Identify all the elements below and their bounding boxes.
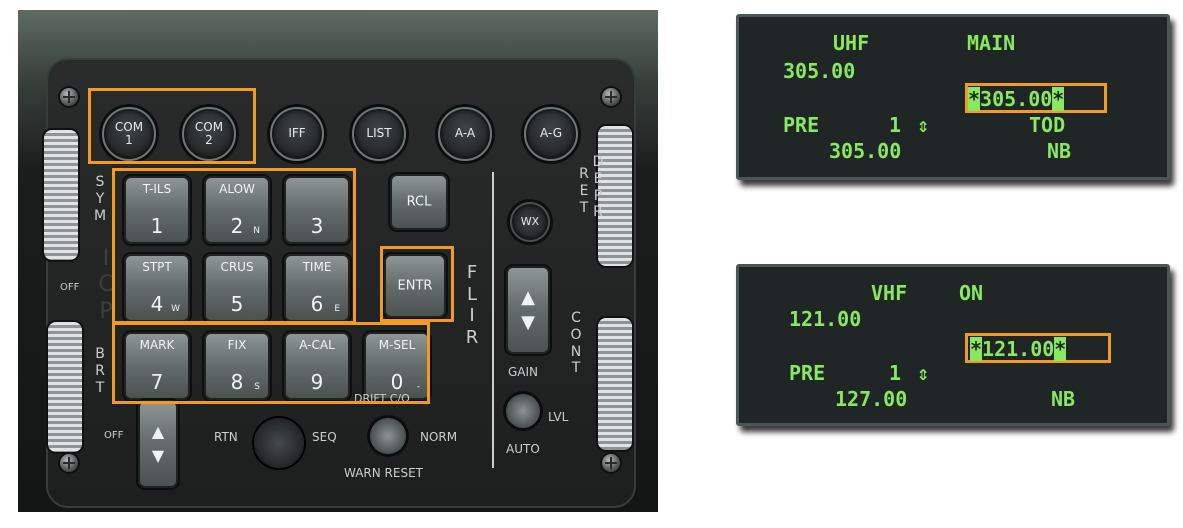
off-label-left: OFF <box>60 282 80 293</box>
sym-wheel[interactable] <box>44 130 78 260</box>
auto-label: AUTO <box>506 442 540 456</box>
seq-label: SEQ <box>312 430 337 444</box>
keypad-highlight-box-top <box>112 168 356 324</box>
drift-warn-toggle[interactable] <box>370 418 406 454</box>
ded-vhf-radio: VHF <box>871 281 908 305</box>
key-3[interactable]: 3 <box>284 176 350 244</box>
screw-icon <box>60 454 78 472</box>
screw-icon <box>602 454 620 472</box>
rtn-label: RTN <box>214 430 238 444</box>
ded-uhf-mode: MAIN <box>967 31 1016 55</box>
ded-uhf-scratchpad: *305.00* <box>965 83 1107 113</box>
ded-vhf-bandwidth: NB <box>1051 387 1076 411</box>
ded-uhf-pre-value: 1 <box>889 113 902 137</box>
up-down-arrow-icon: ▲▼ <box>151 422 165 465</box>
brt-wheel[interactable] <box>48 322 82 452</box>
list-button[interactable]: LIST <box>352 107 406 161</box>
gain-label: GAIN <box>508 365 539 379</box>
entr-highlight-box <box>380 246 454 322</box>
flir-rocker[interactable]: ▲▼ <box>506 266 550 354</box>
com1-label: COM <box>114 119 144 134</box>
ded-uhf: UHF MAIN 305.00 *305.00* PRE 1 ⇕ TOD 305… <box>736 14 1170 180</box>
flir-divider <box>492 172 494 468</box>
ded-vhf-updown-icon: ⇕ <box>917 361 930 385</box>
ded-vhf-pre-value: 1 <box>889 361 902 385</box>
ded-uhf-active-freq: 305.00 <box>783 59 856 83</box>
lvl-label: LVL <box>548 410 569 424</box>
ded-uhf-updown-icon: ⇕ <box>917 113 930 137</box>
wx-button[interactable]: WX <box>510 202 550 242</box>
entr-button[interactable]: ENTR <box>384 254 446 318</box>
ded-vhf-mode: ON <box>959 281 984 305</box>
depr-ret-wheel[interactable] <box>598 126 632 266</box>
ded-uhf-tod: TOD <box>1029 113 1066 137</box>
a-a-button[interactable]: A-A <box>438 107 492 161</box>
off-label-bottom: OFF <box>104 430 124 441</box>
keypad-highlight-box-bottom <box>112 322 430 404</box>
norm-label: NORM <box>420 430 458 444</box>
up-down-arrow-icon: ▲▼ <box>521 286 535 333</box>
gain-lvl-toggle[interactable] <box>506 394 540 428</box>
dobber-switch[interactable]: ▲▼ <box>138 400 178 488</box>
com-highlight-box <box>88 88 256 164</box>
ded-vhf-scratchpad: *121.00* <box>965 333 1111 363</box>
ded-vhf-preset-freq: 127.00 <box>835 387 908 411</box>
com2-label: COM <box>194 119 224 134</box>
ded-uhf-pre-label: PRE <box>783 113 820 137</box>
ded-uhf-radio: UHF <box>833 31 870 55</box>
screw-icon <box>602 88 620 106</box>
ded-vhf: VHF ON 121.00 *121.00* PRE 1 ⇕ 127.00 NB <box>736 264 1170 426</box>
ded-uhf-preset-freq: 305.00 <box>829 139 902 163</box>
rtn-seq-switch[interactable] <box>254 418 304 468</box>
screw-icon <box>60 88 78 106</box>
ded-vhf-pre-label: PRE <box>789 361 826 385</box>
iff-button[interactable]: IFF <box>270 107 324 161</box>
a-g-button[interactable]: A-G <box>524 107 578 161</box>
rcl-button[interactable]: RCL <box>390 174 448 230</box>
warn-reset-label: WARN RESET <box>344 466 423 480</box>
ded-vhf-active-freq: 121.00 <box>789 307 862 331</box>
ded-uhf-bandwidth: NB <box>1047 139 1072 163</box>
cont-wheel[interactable] <box>598 318 632 450</box>
